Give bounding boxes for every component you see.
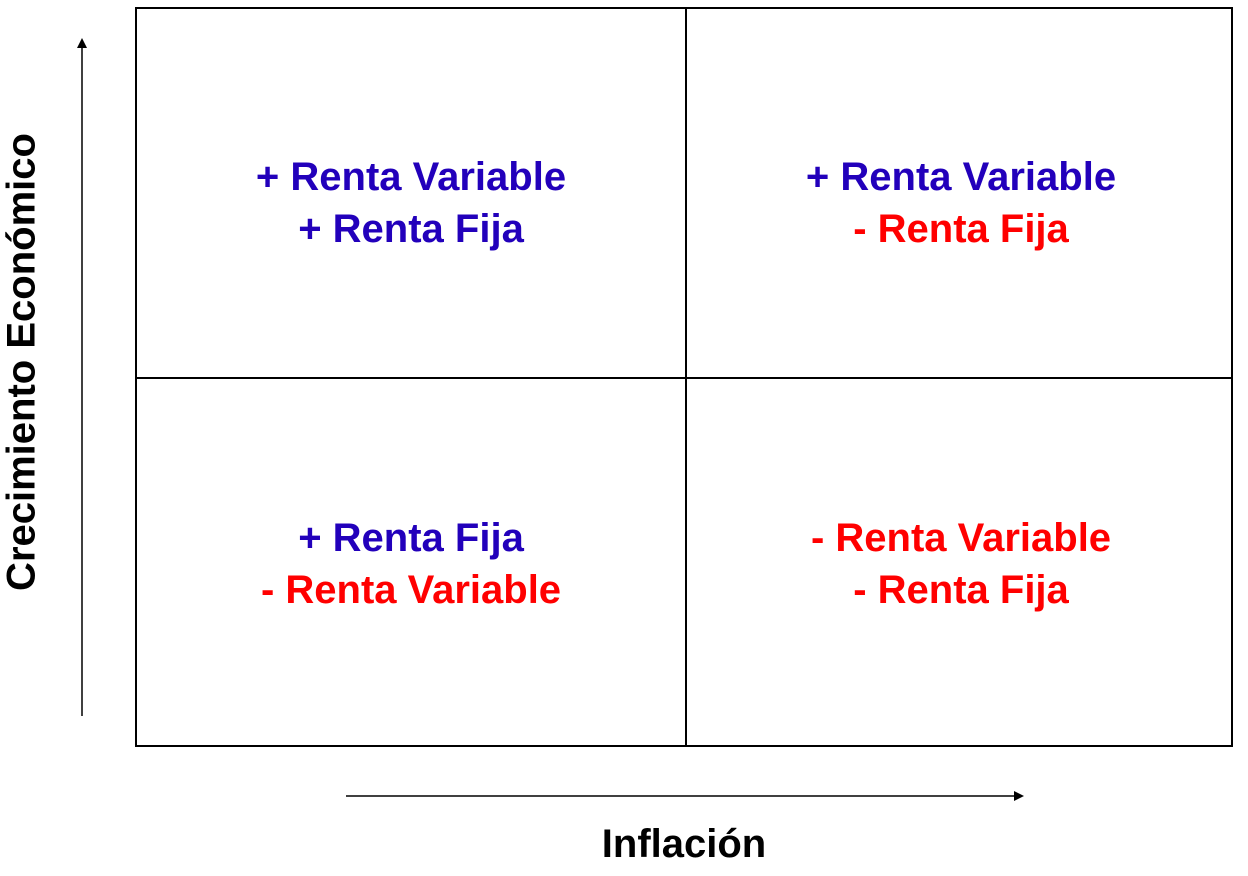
quadrant-line: - Renta Fija xyxy=(853,207,1069,251)
quadrant-matrix: + Renta Variable + Renta Fija + Renta Va… xyxy=(135,7,1233,747)
horizontal-divider xyxy=(137,377,1231,379)
quadrant-line: - Renta Fija xyxy=(853,568,1069,612)
quadrant-line: + Renta Fija xyxy=(298,207,524,251)
y-axis-label-text: Crecimiento Económico xyxy=(0,133,44,591)
quadrant-bottom-left: + Renta Fija - Renta Variable xyxy=(137,379,685,747)
x-axis-label: Inflación xyxy=(601,822,767,866)
quadrant-line: - Renta Variable xyxy=(260,568,562,612)
quadrant-top-left: + Renta Variable + Renta Fija xyxy=(137,9,685,377)
quadrant-top-right: + Renta Variable - Renta Fija xyxy=(687,9,1235,377)
quadrant-line: + Renta Variable xyxy=(805,155,1117,199)
quadrant-line: - Renta Variable xyxy=(810,516,1112,560)
quadrant-bottom-right: - Renta Variable - Renta Fija xyxy=(687,379,1235,747)
quadrant-line: + Renta Fija xyxy=(298,516,524,560)
quadrant-line: + Renta Variable xyxy=(255,155,567,199)
